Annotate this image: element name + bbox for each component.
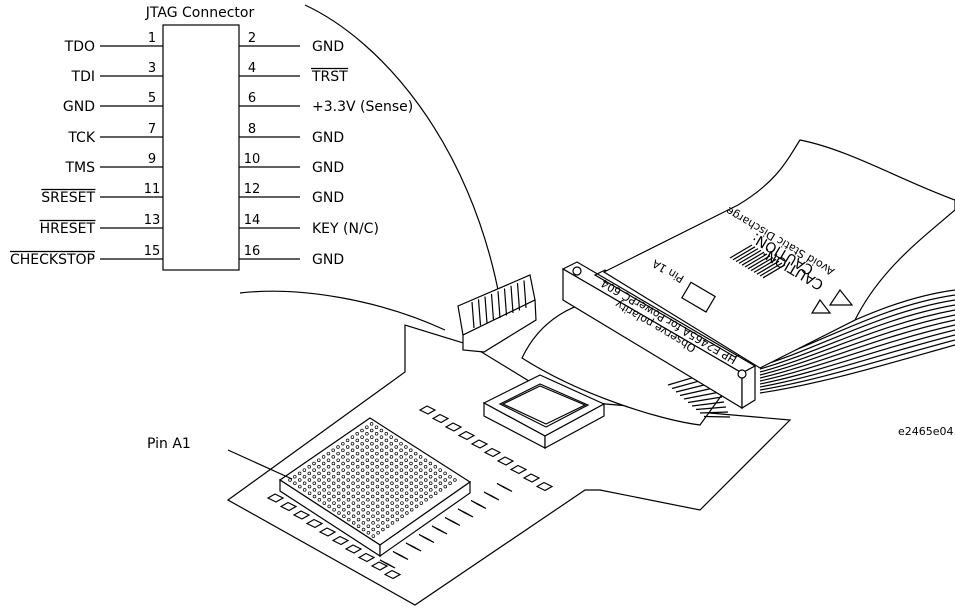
pin-signal-5: GND (63, 99, 95, 115)
pin-signal-10: GND (312, 160, 344, 176)
connector-body (162, 24, 240, 271)
pin-signal-8: GND (312, 130, 344, 146)
connector-pins: 1TDO3TDI5GND7TCK9TMS11SRESET13HRESET15CH… (9, 31, 413, 268)
pin-signal-2: GND (312, 39, 344, 55)
magnify-arc-top (304, 4, 501, 301)
pin-number-6: 6 (248, 91, 256, 106)
pin-number-9: 9 (148, 152, 156, 167)
pin-number-13: 13 (144, 213, 161, 228)
pin-signal-7: TCK (67, 130, 96, 146)
pin-number-11: 11 (144, 182, 161, 197)
pin-number-16: 16 (244, 244, 261, 259)
pin-signal-6: +3.3V (Sense) (312, 99, 413, 115)
esd-warning-icon-2 (810, 298, 832, 314)
pin-number-3: 3 (148, 61, 156, 76)
jtag-header (457, 274, 537, 353)
pin-signal-15: CHECKSTOP (10, 252, 95, 268)
magnify-arc-bottom (239, 290, 446, 331)
pin-number-8: 8 (248, 122, 256, 137)
pin-signal-3: TDI (71, 69, 95, 85)
pin-signal-4: TRST (311, 69, 348, 85)
pin-number-12: 12 (244, 182, 261, 197)
pin-signal-16: GND (312, 252, 344, 268)
pin-signal-14: KEY (N/C) (312, 221, 379, 237)
pin-number-4: 4 (248, 61, 256, 76)
pin-signal-1: TDO (64, 39, 95, 55)
center-chip (482, 374, 606, 450)
pin-number-1: 1 (148, 31, 156, 46)
pin-a1-label: Pin A1 (147, 436, 191, 452)
pin-signal-9: TMS (64, 160, 95, 176)
pin-signal-12: GND (312, 190, 344, 206)
connector-title: JTAG Connector (145, 5, 255, 21)
bga-socket (278, 417, 472, 558)
esd-warning-icon (828, 288, 854, 306)
figure-id: e2465e04 (898, 425, 954, 438)
flex-cable-bundle: Pin 1A CAUTION: CAUTION: Avoid Static Di… (602, 139, 955, 394)
ribbon-cable-lower (521, 299, 741, 426)
pin-number-10: 10 (244, 152, 261, 167)
pin-number-14: 14 (244, 213, 261, 228)
pin-number-7: 7 (148, 122, 156, 137)
pin-number-15: 15 (144, 244, 161, 259)
pin-number-5: 5 (148, 91, 156, 106)
pin-signal-11: SRESET (41, 190, 95, 206)
pin-a1-leader (227, 449, 293, 480)
pin-number-2: 2 (248, 31, 256, 46)
pin-signal-13: HRESET (40, 221, 96, 237)
pad-strips (266, 405, 554, 580)
